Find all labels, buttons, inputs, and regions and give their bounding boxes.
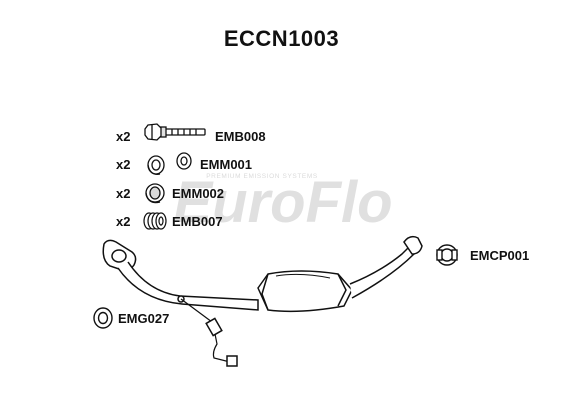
part-code-emcp001: EMCP001 <box>470 248 530 263</box>
front-pipe <box>117 261 259 311</box>
euroflo-watermark-logo: EuroFlo PREMIUM EMISSION SYSTEMS <box>173 170 392 235</box>
spring-icon <box>143 212 167 230</box>
part-code-emm001: EMM001 <box>200 157 253 172</box>
part-code-emb007: EMB007 <box>172 214 223 229</box>
part-qty: x2 <box>116 214 131 229</box>
part-code-emb008: EMB008 <box>215 129 266 144</box>
mounting-rubber-icon <box>147 152 192 175</box>
gasket-icon <box>93 307 113 329</box>
mounting-rubber-icon <box>145 183 165 204</box>
part-qty: x2 <box>116 129 131 144</box>
part-qty: x2 <box>116 157 131 172</box>
part-code-emm002: EMM002 <box>172 186 225 201</box>
bolt-icon <box>144 123 206 141</box>
watermark-brand: EuroFlo <box>173 170 392 235</box>
catalytic-converter-assembly <box>102 235 423 367</box>
rear-pipe <box>349 246 416 299</box>
part-qty: x2 <box>116 186 131 201</box>
part-number-title: ECCN1003 <box>223 26 340 51</box>
watermark-tagline: PREMIUM EMISSION SYSTEMS <box>206 173 318 180</box>
lambda-sensor <box>180 298 213 323</box>
part-code-emg027: EMG027 <box>118 311 170 326</box>
clamp-icon <box>436 244 458 266</box>
rear-flange <box>403 235 423 255</box>
